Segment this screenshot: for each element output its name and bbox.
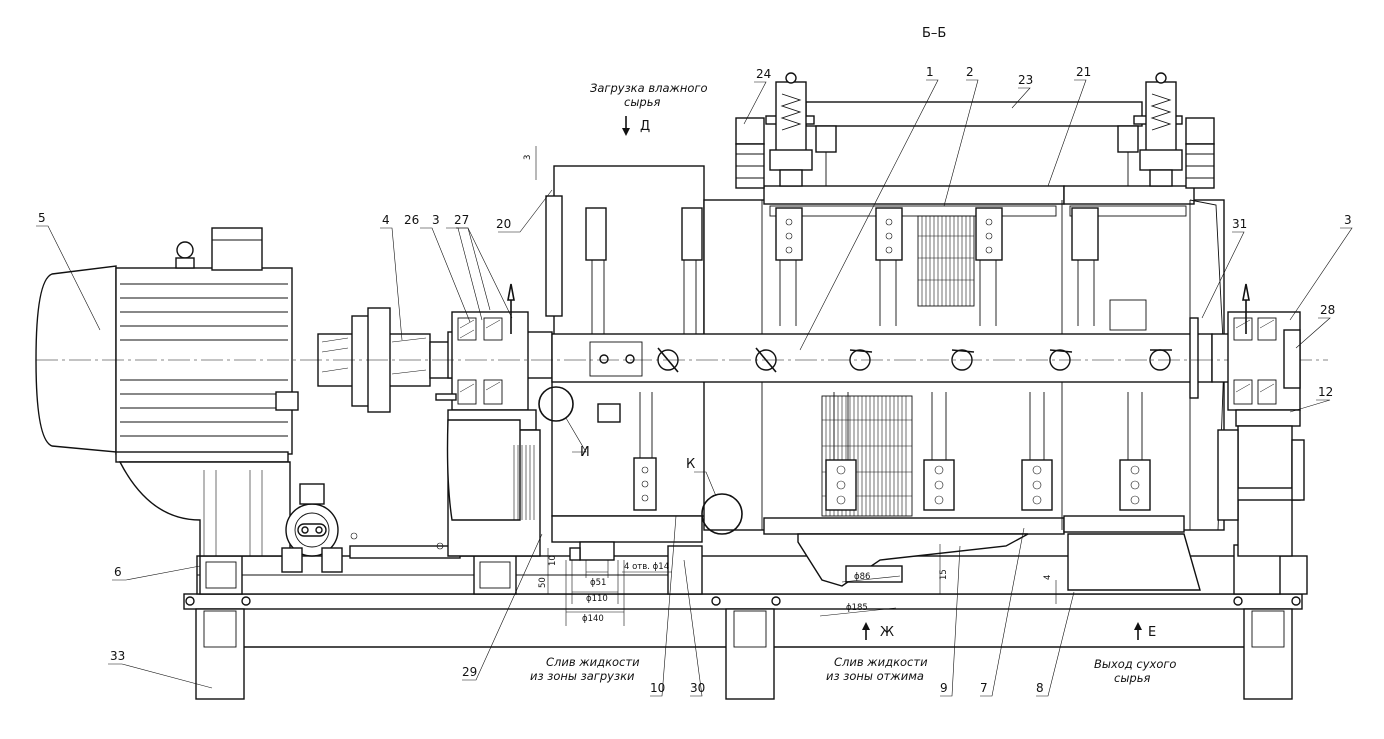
part-label-5: 5 bbox=[38, 211, 46, 225]
dim-d140: ϕ140 bbox=[582, 614, 604, 624]
flow-arrows bbox=[622, 116, 1142, 640]
dim-d86: ϕ86 bbox=[854, 572, 870, 582]
part-label-30: 30 bbox=[690, 681, 705, 695]
drain-pump bbox=[281, 483, 461, 573]
dim-h10: 10 bbox=[548, 555, 558, 566]
part-label-3-left: 3 bbox=[432, 213, 440, 227]
view-marker-e: Е bbox=[1148, 625, 1156, 640]
caption-drain-load-2: из зоны загрузки bbox=[530, 669, 635, 683]
right-bearing-housing bbox=[1217, 283, 1305, 557]
part-label-29: 29 bbox=[462, 665, 477, 679]
view-marker-d: Д bbox=[640, 119, 650, 134]
detail-marker-i: И bbox=[580, 445, 590, 460]
part-label-26: 26 bbox=[404, 213, 419, 227]
caption-load-1: Загрузка влажного bbox=[590, 81, 708, 95]
view-marker-zh: Ж bbox=[880, 625, 894, 640]
dim-h15: 15 bbox=[939, 569, 949, 580]
dimensions: 3 ϕ51 ϕ110 ϕ140 4 отв. ϕ14 50 10 ϕ185 ϕ8… bbox=[523, 146, 1057, 626]
part-label-27: 27 bbox=[454, 213, 469, 227]
dim-h50: 50 bbox=[538, 577, 548, 588]
caption-load-2: сырья bbox=[624, 95, 660, 109]
part-label-23: 23 bbox=[1018, 73, 1033, 87]
caption-exit-1: Выход сухого bbox=[1094, 657, 1176, 671]
dim-holes: 4 отв. ϕ14 bbox=[624, 562, 669, 572]
part-label-24: 24 bbox=[756, 67, 771, 81]
part-label-21: 21 bbox=[1076, 65, 1091, 79]
sieve-screen-top bbox=[917, 215, 975, 307]
part-labels: 5 4 26 3 27 20 24 1 2 23 21 31 3 28 12 6… bbox=[38, 65, 1352, 695]
part-label-28: 28 bbox=[1320, 303, 1335, 317]
part-label-2: 2 bbox=[966, 65, 974, 79]
section-title: Б–Б bbox=[922, 26, 946, 41]
dim-d185: ϕ185 bbox=[846, 603, 868, 613]
part-label-6: 6 bbox=[114, 565, 122, 579]
leader-lines bbox=[36, 79, 1353, 697]
spring-assembly-left bbox=[735, 72, 813, 189]
part-label-12: 12 bbox=[1318, 385, 1333, 399]
lower-clamp-bars bbox=[825, 392, 1151, 511]
electric-motor bbox=[35, 227, 299, 557]
detail-marker-k: К bbox=[686, 457, 695, 472]
spring-assembly-right bbox=[1139, 72, 1215, 189]
feed-hopper bbox=[545, 165, 757, 561]
dim-h4: 4 bbox=[1043, 575, 1053, 580]
part-label-8: 8 bbox=[1036, 681, 1044, 695]
screw-press-housing bbox=[703, 185, 1225, 591]
part-label-33: 33 bbox=[110, 649, 125, 663]
left-bearing-housing bbox=[435, 283, 541, 557]
caption-drain-press-1: Слив жидкости bbox=[834, 655, 928, 669]
detail-circle-k bbox=[701, 493, 743, 535]
part-label-20: 20 bbox=[496, 217, 511, 231]
dim-d110: ϕ110 bbox=[586, 594, 608, 604]
part-label-31: 31 bbox=[1232, 217, 1247, 231]
dim-d51: ϕ51 bbox=[590, 578, 606, 588]
part-label-3-right: 3 bbox=[1344, 213, 1352, 227]
caption-drain-load-1: Слив жидкости bbox=[546, 655, 640, 669]
upper-clamp-bars bbox=[775, 207, 1147, 331]
caption-drain-press-2: из зоны отжима bbox=[826, 669, 924, 683]
caption-exit-2: сырья bbox=[1114, 671, 1150, 685]
part-label-1: 1 bbox=[926, 65, 934, 79]
captions: Загрузка влажного сырья Слив жидкости из… bbox=[530, 81, 1176, 685]
part-label-10: 10 bbox=[650, 681, 665, 695]
pressure-beam bbox=[765, 101, 1183, 186]
dim-h3: 3 bbox=[523, 155, 533, 160]
part-label-4: 4 bbox=[382, 213, 390, 227]
part-label-9: 9 bbox=[940, 681, 948, 695]
detail-circle-i bbox=[538, 386, 574, 422]
part-label-7: 7 bbox=[980, 681, 988, 695]
